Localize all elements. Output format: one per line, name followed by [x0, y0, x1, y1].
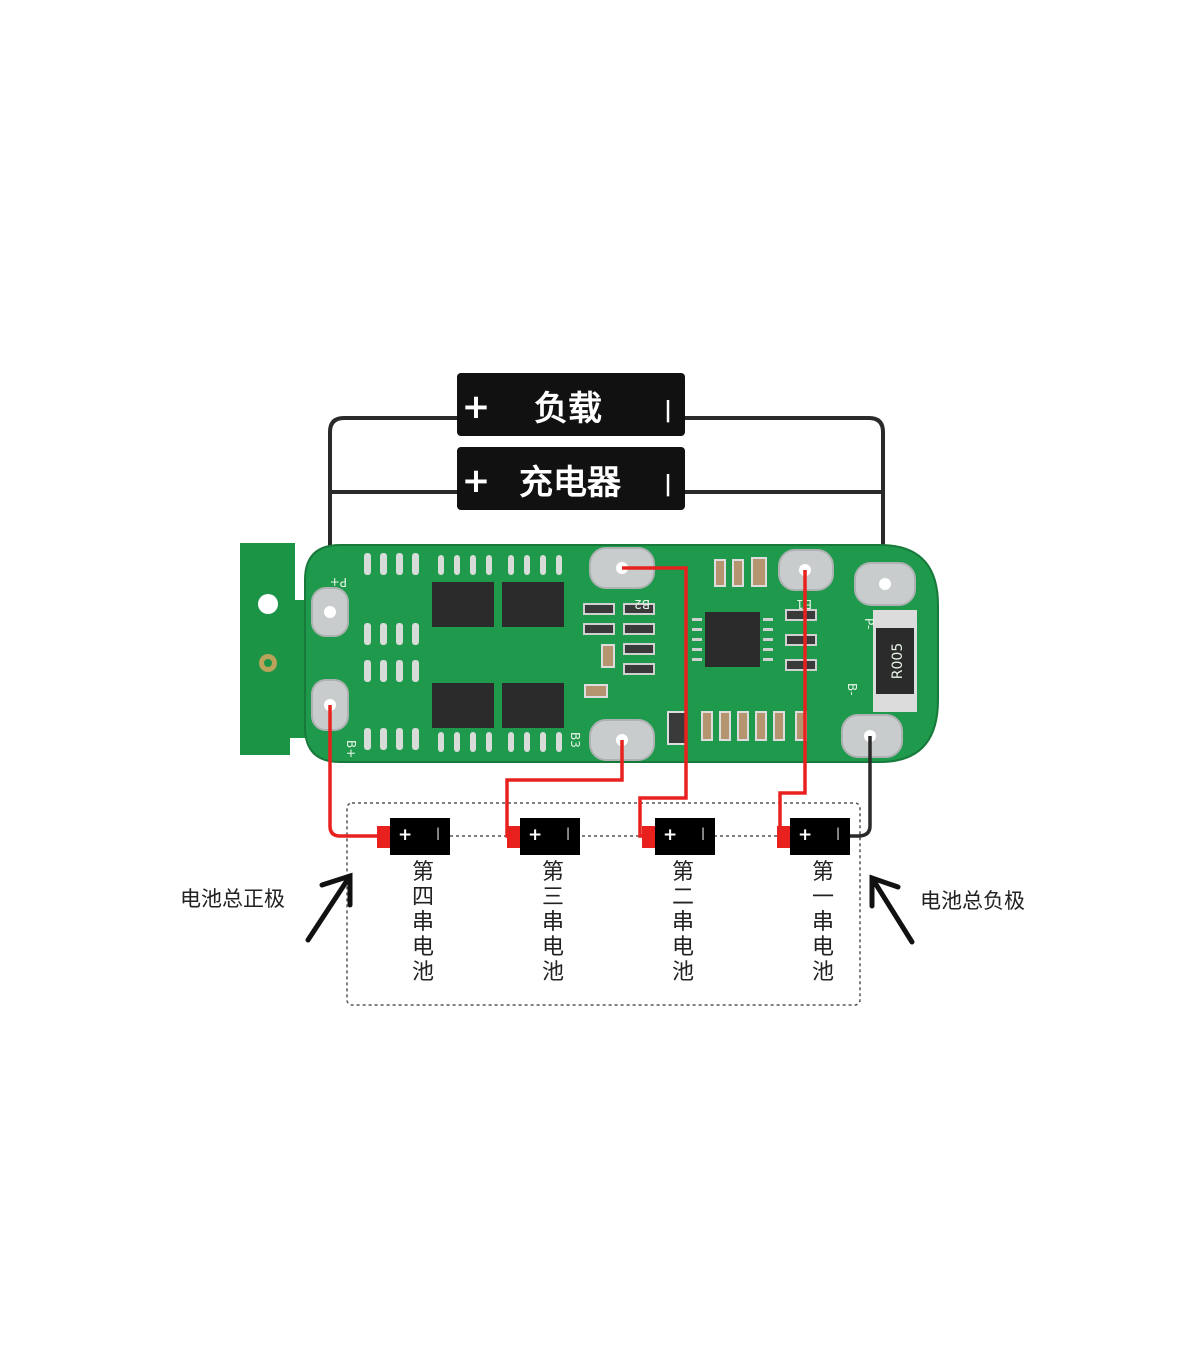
charger-minus: |	[664, 472, 672, 497]
label-p-plus: P+	[330, 575, 347, 589]
cell-label: 第三串电池	[541, 860, 564, 985]
arrow-total-negative-icon	[869, 874, 915, 945]
mosfet	[432, 582, 494, 627]
battery-cell: + |	[777, 818, 850, 855]
cell-minus: |	[565, 826, 570, 840]
total-negative-label: 电池总负极	[920, 889, 1025, 913]
protection-ic	[705, 612, 760, 667]
cell-plus: +	[798, 825, 813, 845]
wire-b2	[622, 566, 688, 838]
load-plus: +	[462, 387, 491, 427]
mosfet	[432, 683, 494, 728]
label-p-minus: P-	[862, 618, 876, 629]
battery-cell: + |	[642, 818, 715, 855]
cell-minus: |	[700, 826, 705, 840]
cell-plus: +	[663, 825, 678, 845]
wire-b-plus	[328, 705, 385, 838]
cell-plus: +	[398, 825, 413, 845]
label-b3: B3	[568, 732, 582, 748]
pcb-board: R005 P+ B+ B3 B2 B1 P- B-	[240, 543, 939, 763]
label-b2: B2	[634, 597, 650, 611]
cell-minus: |	[835, 826, 840, 840]
cell-label: 第四串电池	[411, 860, 434, 985]
cell-minus: |	[435, 826, 440, 840]
cell-label: 第一串电池	[811, 860, 834, 985]
battery-cell: + |	[507, 818, 580, 855]
total-positive-label: 电池总正极	[180, 887, 285, 911]
battery-cell: + |	[377, 818, 450, 855]
cell-positive-terminal	[377, 826, 390, 848]
charger-label: 充电器	[519, 463, 622, 503]
cell-positive-terminal	[777, 826, 790, 848]
cell-label: 第二串电池	[671, 860, 694, 985]
shunt-label: R005	[890, 643, 906, 679]
mosfet	[502, 683, 564, 728]
cell-positive-terminal	[507, 826, 520, 848]
battery-pack-outline	[346, 802, 861, 1006]
label-b-plus: B+	[344, 740, 358, 758]
load-minus: |	[664, 398, 672, 423]
pcb-tab	[240, 543, 305, 755]
label-b-minus: B-	[845, 683, 859, 696]
load-label: 负载	[534, 389, 602, 429]
load-block: + 负载 |	[457, 373, 685, 436]
mosfet	[502, 582, 564, 627]
cell-plus: +	[528, 825, 543, 845]
charger-plus: +	[462, 461, 491, 501]
wire-b-minus	[848, 736, 872, 838]
shunt-resistor	[876, 628, 914, 694]
cell-positive-terminal	[642, 826, 655, 848]
arrow-total-positive-icon	[305, 872, 353, 943]
charger-block: + 充电器 |	[457, 447, 685, 510]
